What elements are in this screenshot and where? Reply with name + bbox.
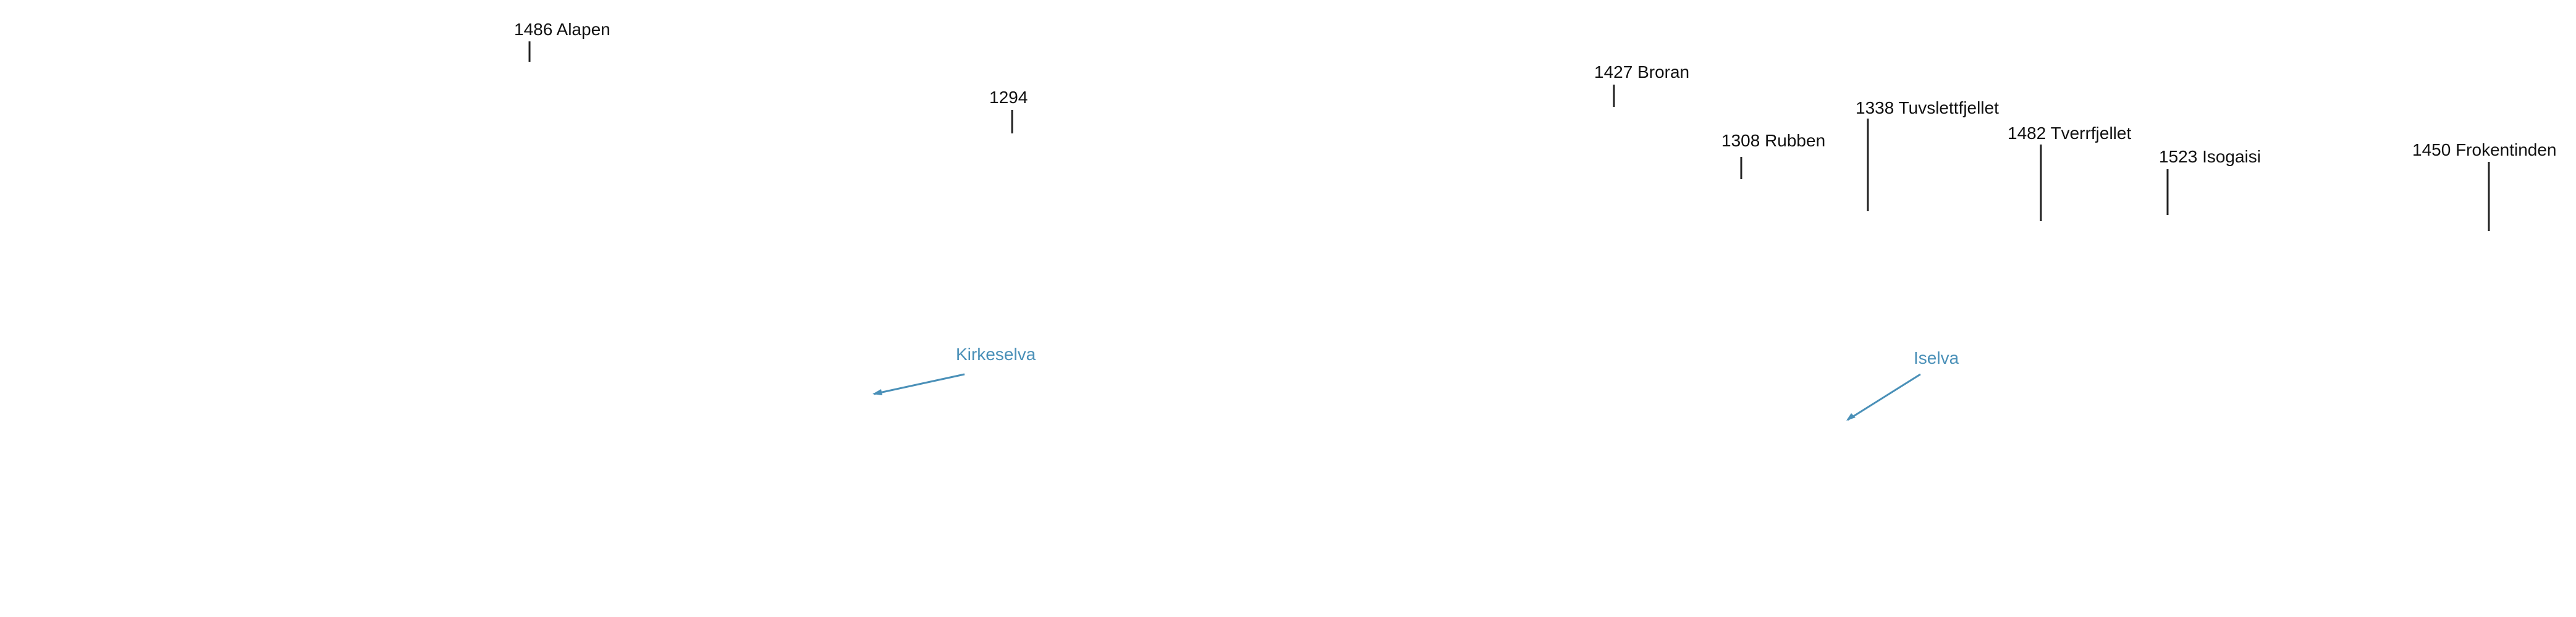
peak-label-rubben: 1308 Rubben [1721,131,1825,150]
peak-broran: 1427 Broran [1594,62,1689,107]
peak-label-1294: 1294 [989,88,1028,107]
peak-alapen: 1486 Alapen [514,20,610,62]
peak-label-tuvslettfjellet: 1338 Tuvslettfjellet [1856,98,1999,117]
peak-rubben: 1308 Rubben [1721,131,1825,179]
peak-isogaisi: 1523 Isogaisi [2159,147,2261,215]
river-kirkeselva: Kirkeselva [872,345,1036,395]
peak-label-alapen: 1486 Alapen [514,20,610,39]
peak-label-isogaisi: 1523 Isogaisi [2159,147,2261,166]
peak-1294: 1294 [989,88,1028,133]
peak-label-tverrfjellet: 1482 Tverrfjellet [2008,124,2131,143]
river-pointer-kirkeselva [873,373,965,395]
peak-frokentinden: 1450 Frokentinden [2412,140,2557,231]
peak-label-broran: 1427 Broran [1594,62,1689,82]
river-label-iselva: Iselva [1914,348,1959,367]
peak-tuvslettfjellet: 1338 Tuvslettfjellet [1856,98,1999,211]
river-arrowhead-kirkeselva [872,389,882,395]
peak-tverrfjellet: 1482 Tverrfjellet [2008,124,2131,221]
river-label-kirkeselva: Kirkeselva [956,345,1036,364]
river-iselva: Iselva [1846,348,1959,421]
river-pointer-iselva [1847,373,1921,421]
peak-label-frokentinden: 1450 Frokentinden [2412,140,2557,159]
river-arrowhead-iselva [1846,413,1856,421]
